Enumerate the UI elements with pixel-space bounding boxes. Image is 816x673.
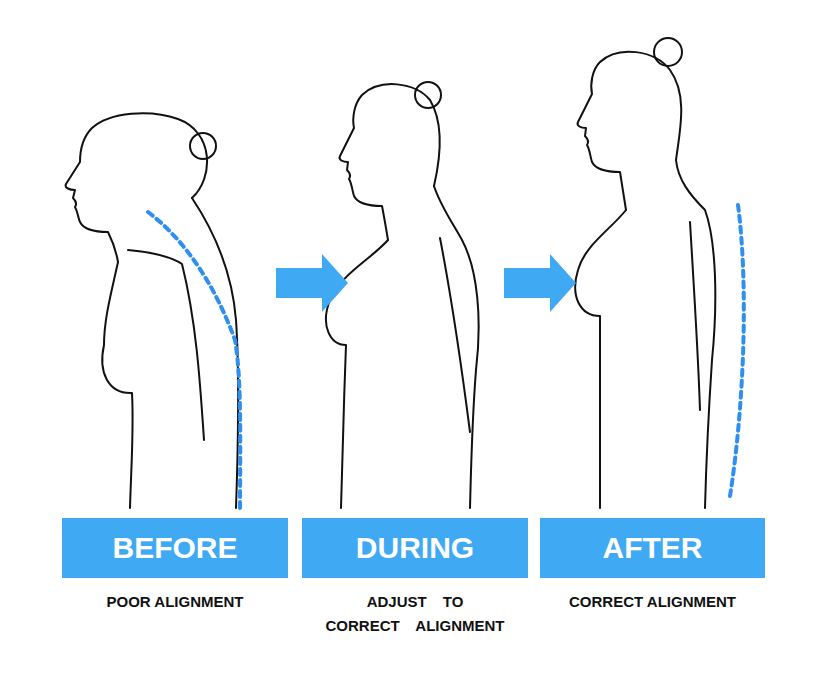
front-outline [575, 210, 626, 508]
hair-bun [415, 82, 441, 108]
front-outline [102, 262, 132, 508]
figure-before [66, 113, 239, 508]
step-title: DURING [302, 518, 528, 578]
back-outline [434, 186, 479, 508]
step-label-box: AFTERCORRECT ALIGNMENT [540, 518, 765, 578]
arm-outline [128, 250, 204, 440]
back-outline [676, 160, 715, 508]
spine-dots [148, 212, 240, 512]
figure-after [575, 38, 715, 508]
head-outline [578, 52, 682, 210]
head-outline [340, 84, 440, 240]
arm-outline [440, 238, 470, 432]
hair-bun [654, 38, 682, 66]
head-outline [66, 113, 207, 262]
spine-dots [730, 205, 744, 496]
step-title: BEFORE [62, 518, 288, 578]
step-label-box: DURINGADJUST TO CORRECT ALIGNMENT [302, 518, 528, 578]
step-label-box: BEFOREPOOR ALIGNMENT [62, 518, 288, 578]
step-caption: CORRECT ALIGNMENT [543, 590, 763, 614]
step-caption: ADJUST TO CORRECT ALIGNMENT [324, 590, 507, 638]
arm-outline [690, 222, 700, 410]
step-caption: POOR ALIGNMENT [65, 590, 285, 614]
step-arrow [504, 254, 576, 312]
back-outline [192, 198, 238, 508]
step-arrow [276, 254, 348, 312]
hair-bun [190, 133, 216, 159]
figure-during [326, 82, 479, 508]
step-title: AFTER [540, 518, 765, 578]
